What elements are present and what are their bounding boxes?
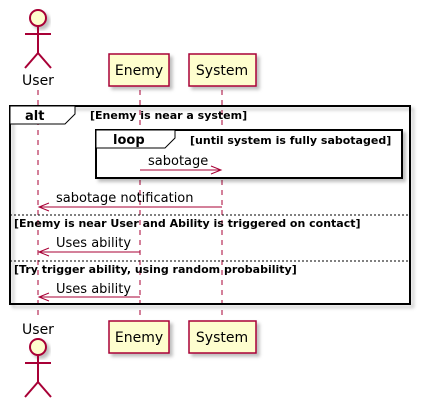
participant-label-system: System: [196, 63, 248, 79]
actor-user-top: User: [22, 9, 54, 89]
participant-system-bottom: System: [188, 320, 257, 354]
arrowhead-icon: [37, 292, 50, 302]
participant-enemy-top: Enemy: [108, 53, 170, 87]
actor-head-icon: [29, 9, 47, 27]
arrowhead-icon: [37, 202, 50, 212]
participant-label-user: User: [22, 73, 54, 89]
loop-guard: [until system is fully sabotaged]: [190, 134, 391, 147]
message-sabotage-notification-label: sabotage notification: [56, 191, 194, 206]
participant-label-system: System: [196, 330, 248, 346]
participant-system-top: System: [188, 53, 257, 87]
alt-keyword: alt: [25, 109, 44, 124]
message-uses-ability-label: Uses ability: [56, 236, 131, 251]
else-guard-contact: [Enemy is near User and Ability is trigg…: [14, 217, 361, 230]
arrowhead-icon: [37, 247, 50, 257]
participant-label-enemy: Enemy: [115, 63, 163, 79]
else-guard-random: [Try trigger ability, using random proba…: [14, 263, 297, 276]
message-uses-ability-label: Uses ability: [56, 282, 131, 297]
loop-keyword: loop: [113, 133, 145, 148]
participant-enemy-bottom: Enemy: [108, 320, 170, 354]
actor-user-bottom: User: [22, 322, 54, 398]
participant-label-enemy: Enemy: [115, 330, 163, 346]
alt-frame: alt [Enemy is near a system] loop [until…: [9, 105, 411, 305]
loop-frame: loop [until system is fully sabotaged] s…: [95, 129, 403, 179]
participant-label-user: User: [22, 322, 54, 338]
arrowhead-icon: [210, 165, 223, 175]
actor-head-icon: [29, 338, 47, 356]
alt-guard: [Enemy is near a system]: [90, 109, 247, 122]
message-sabotage-label: sabotage: [148, 154, 208, 169]
